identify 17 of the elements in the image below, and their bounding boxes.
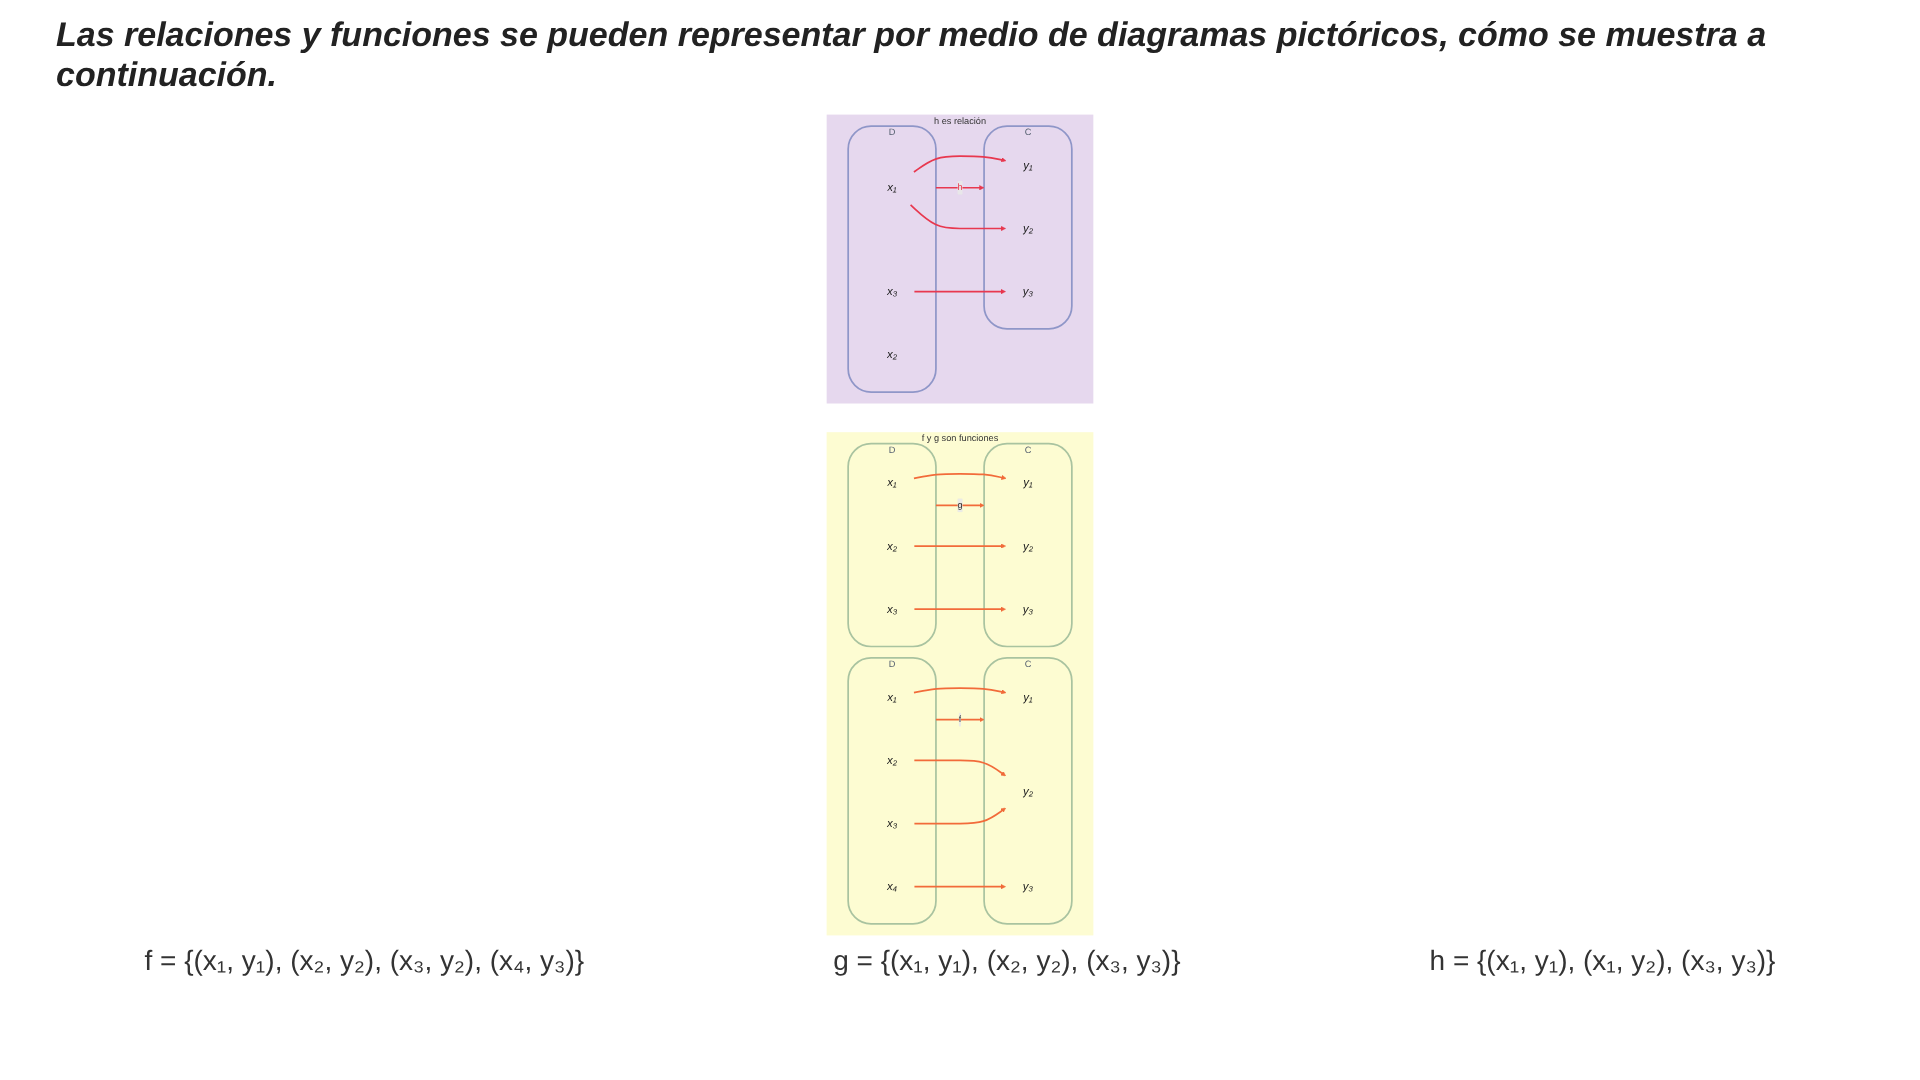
arrow xyxy=(913,883,1006,889)
arrow xyxy=(909,203,1006,230)
set-formula: g = {(x₁, y₁), (x₂, y₂), (x₃, y₃)} xyxy=(833,944,1181,976)
set-formula: h = {(x₁, y₁), (x₁, y₂), (x₃, y₃)} xyxy=(1429,944,1776,976)
arrow xyxy=(913,154,1007,172)
arrow xyxy=(913,758,1006,776)
arrow xyxy=(935,501,985,507)
title-text: Las relaciones y funciones se pueden representar por medio de diagramas pictóricos, cómo se muestra a continuación. xyxy=(54,14,1769,98)
arrow xyxy=(935,184,985,190)
arrow xyxy=(913,686,1007,694)
set-formula: f = {(x₁, y₁), (x₂, y₂), (x₃, y₂), (x₄, y₃)} xyxy=(144,944,585,976)
arrow xyxy=(913,605,1006,611)
arrow xyxy=(913,471,1007,479)
arrow xyxy=(913,542,1006,548)
arrow xyxy=(935,716,985,722)
arrow xyxy=(913,806,1006,824)
arrow xyxy=(913,288,1006,294)
